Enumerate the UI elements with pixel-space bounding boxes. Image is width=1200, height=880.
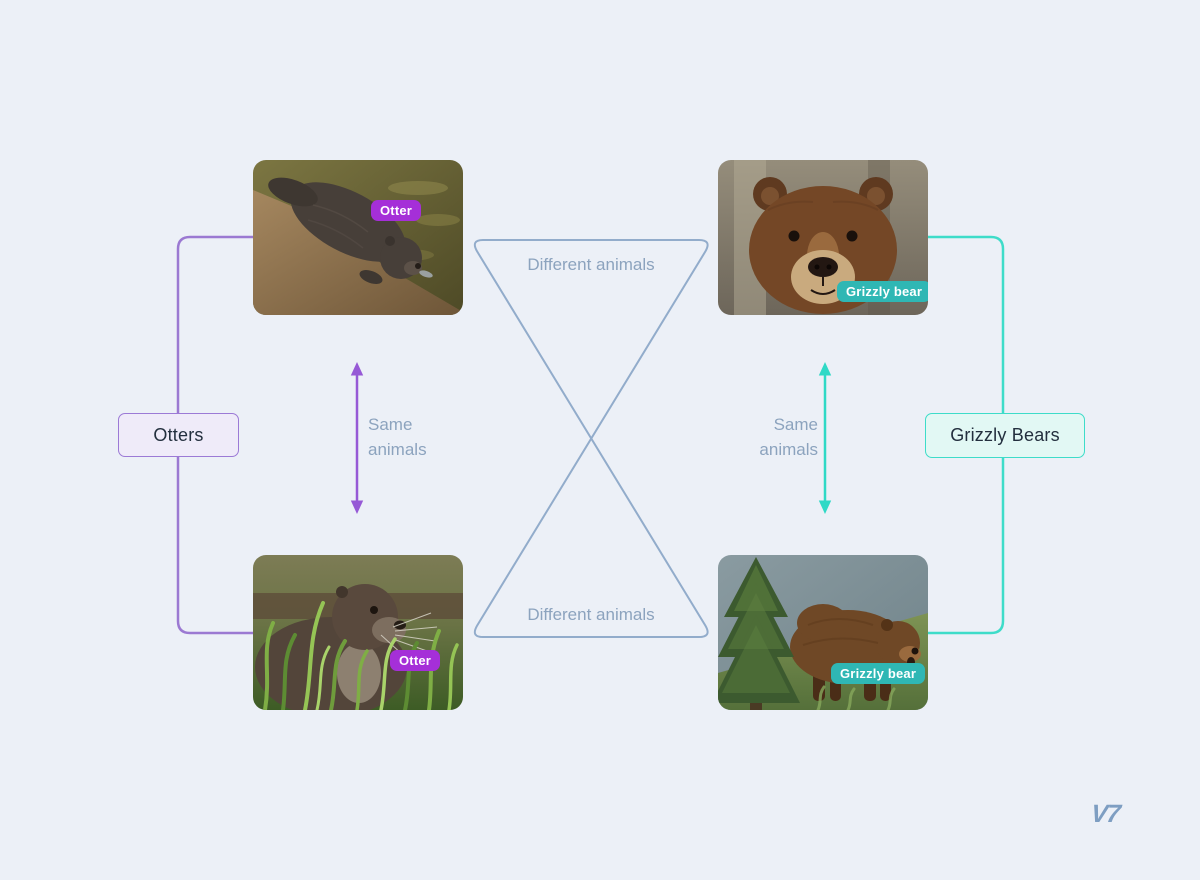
same-animals-arrow-purple [350, 362, 364, 514]
otter-figure [268, 177, 433, 284]
otters-class-label: Otters [153, 424, 204, 445]
different-animals-label-top: Different animals [527, 255, 655, 274]
different-animals-label-bottom: Different animals [527, 605, 655, 624]
v7-logo: V7 [1089, 800, 1122, 828]
otters-class-box: Otters [118, 413, 239, 457]
grizzly-bears-class-label: Grizzly Bears [950, 425, 1060, 445]
otter-label-badge: Otter [371, 200, 422, 221]
otter-photo-bottom: Otter [253, 555, 463, 710]
grizzly-bears-class-box: Grizzly Bears [925, 413, 1085, 458]
otter-on-rock-illustration [253, 160, 463, 315]
grizzly-photo-bottom: Grizzly bear [718, 555, 928, 710]
otter-photo-top: Otter [253, 160, 463, 315]
same-animals-label-left: Same animals [368, 415, 427, 459]
grizzly-meadow-illustration [718, 555, 928, 710]
same-animals-label-right: Same animals [759, 415, 818, 459]
otter-in-grass-illustration [253, 555, 463, 710]
same-animals-arrow-teal [818, 362, 832, 514]
grass-blades [263, 601, 459, 710]
different-animals-crossing-lines [473, 239, 709, 638]
grass-tufts [816, 685, 896, 710]
evergreen-tree [718, 557, 800, 710]
grizzly-label-badge: Grizzly bear [837, 281, 928, 302]
grizzly-label-badge: Grizzly bear [831, 663, 926, 684]
grizzly-photo-top: Grizzly bear [718, 160, 928, 315]
otter-label-badge: Otter [390, 650, 441, 671]
